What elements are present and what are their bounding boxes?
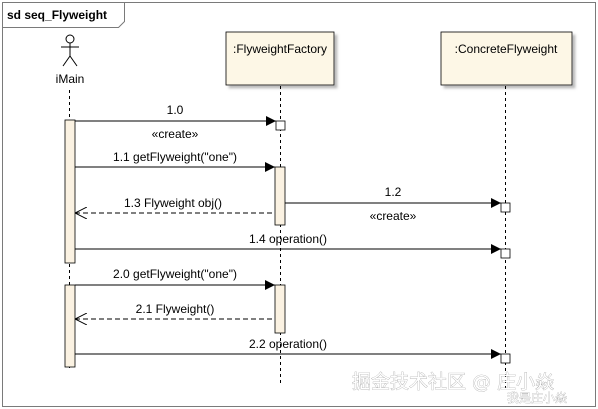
actor-label: iMain xyxy=(56,72,85,86)
activation-factory-1 xyxy=(274,166,286,226)
message-label-m20: 2.0 getFlyweight("one") xyxy=(113,267,237,281)
activation-actor-2 xyxy=(64,284,76,368)
activation-concrete-2 xyxy=(500,353,511,364)
activation-concrete-create xyxy=(500,202,511,213)
activation-factory-2 xyxy=(274,284,286,334)
message-stereotype-m10: «create» xyxy=(152,127,199,141)
lifeline-label-concrete: :ConcreteFlyweight xyxy=(455,42,558,56)
message-label-m10: 1.0 xyxy=(167,103,184,117)
message-stereotype-m12: «create» xyxy=(370,209,417,223)
lifeline-head-factory xyxy=(225,31,335,86)
message-label-m13: 1.3 Flyweight obj() xyxy=(124,196,222,210)
lifeline-head-concrete xyxy=(440,31,573,86)
activation-concrete-1 xyxy=(500,248,511,259)
activation-actor-1 xyxy=(64,119,76,264)
frame-title-tab xyxy=(2,2,125,28)
watermark-subtext: 我是庄小焱 xyxy=(507,390,567,405)
watermark-text: 掘金技术社区 @ 庄小焱 xyxy=(352,371,554,393)
activation-factory-create xyxy=(275,120,286,131)
message-label-m22: 2.2 operation() xyxy=(249,337,327,351)
lifeline-label-factory: :FlyweightFactory xyxy=(233,42,327,56)
message-label-m14: 1.4 operation() xyxy=(249,232,327,246)
frame-title: sd seq_Flyweight xyxy=(7,8,107,22)
message-label-m21: 2.1 Flyweight() xyxy=(136,302,215,316)
message-label-m11: 1.1 getFlyweight("one") xyxy=(113,150,237,164)
message-label-m12: 1.2 xyxy=(385,185,402,199)
actor-icon xyxy=(61,34,79,67)
